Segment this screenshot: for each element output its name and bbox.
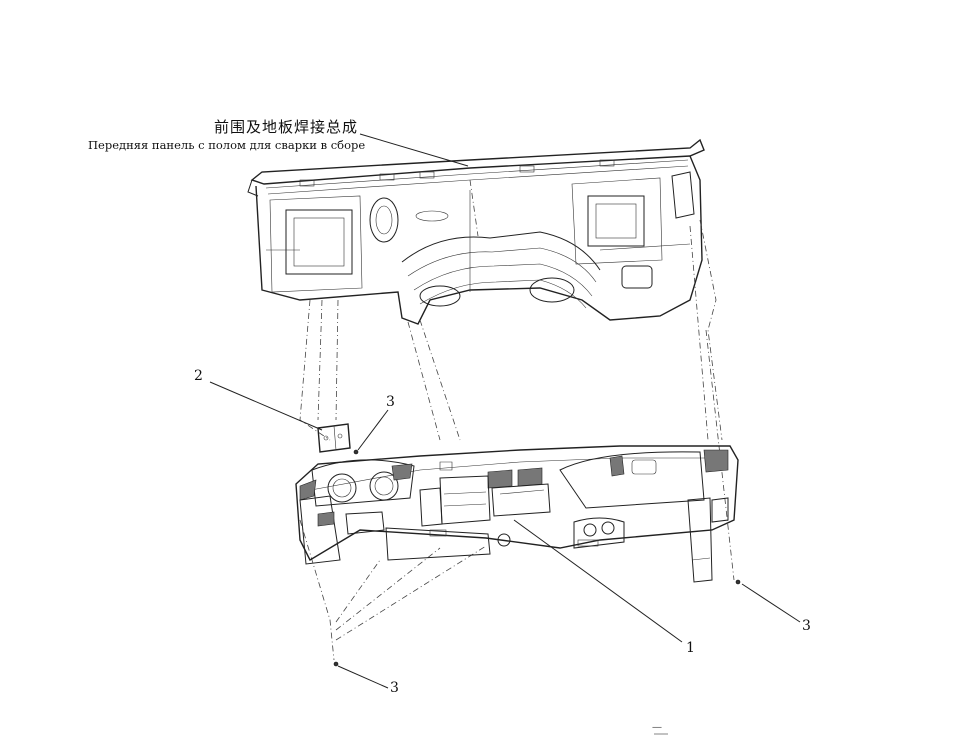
instrument-panel-part-1 [295, 445, 739, 583]
fastener-3-upper [353, 449, 359, 455]
callout-label-1: 1 [686, 640, 695, 656]
callout-leaders [209, 381, 801, 689]
assembly-title-russian: Передняя панель с полом для сварки в сбо… [88, 138, 366, 152]
fastener-3-lower [333, 661, 339, 667]
front-wall-floor-assembly [247, 138, 705, 325]
callout-label-2: 2 [194, 368, 203, 384]
assembly-title-chinese: 前围及地板焊接总成 [214, 118, 359, 136]
callout-label-3-right: 3 [802, 618, 811, 634]
fastener-3-right [735, 579, 741, 585]
bracket-part-2 [317, 423, 351, 453]
alignment-centerlines [299, 179, 735, 661]
footer-mark-text: — [652, 722, 662, 733]
callout-label-3-lower: 3 [390, 680, 399, 696]
callout-label-3-upper: 3 [386, 394, 395, 410]
